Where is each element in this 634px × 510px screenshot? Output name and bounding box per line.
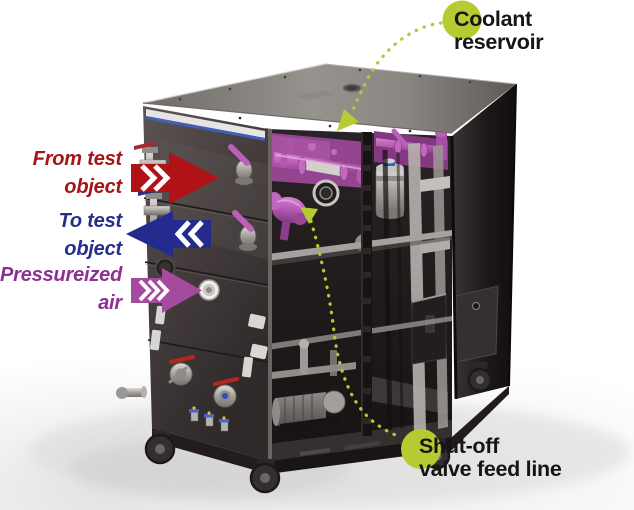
caster-wheel (249, 459, 281, 494)
top-panel (142, 63, 517, 134)
pump-motor (276, 392, 326, 426)
shutoff-valve-dot-icon (401, 429, 441, 469)
drain-valve[interactable] (168, 355, 195, 386)
access-door[interactable] (455, 285, 499, 363)
from-test-object-arrow (131, 152, 219, 204)
door-lock-icon (472, 302, 480, 310)
coolant-piping (274, 138, 364, 184)
from-test-object-label: From test object (32, 148, 123, 198)
shutoff-leader-line (300, 207, 402, 439)
frame-rails (268, 230, 452, 350)
shutoff-valve-feed-line-label: Shut-off valve feed line (419, 434, 562, 481)
pump-and-piping (272, 339, 356, 432)
side-pipe-elbow (116, 386, 147, 399)
leader-arrowhead-icon (300, 207, 318, 224)
interior-tank (411, 293, 447, 365)
to-test-object-label: To test object (58, 210, 123, 260)
coolant-reservoir-label: Coolant reservoir (454, 7, 544, 54)
panel-valve[interactable] (228, 144, 253, 185)
coolant-leader-line (337, 21, 443, 131)
caster-wheel (144, 430, 176, 465)
air-inlet-port (198, 279, 220, 301)
manifold-valves (189, 406, 229, 432)
caster-wheel (467, 362, 493, 393)
right-side-panel (451, 83, 517, 400)
panel-valve[interactable] (232, 210, 257, 251)
drain-valve[interactable] (213, 377, 239, 408)
machine-interior (265, 128, 458, 462)
coolant-reservoir-dot-icon (442, 0, 482, 40)
to-test-object-arrow (126, 211, 211, 257)
center-frame-post (361, 132, 372, 436)
leader-arrowhead-icon (337, 109, 359, 131)
pressurized-air-label: Pressureized air (0, 264, 123, 314)
shutoff-valve-assembly (266, 192, 307, 241)
pressurized-air-arrow (131, 268, 202, 313)
